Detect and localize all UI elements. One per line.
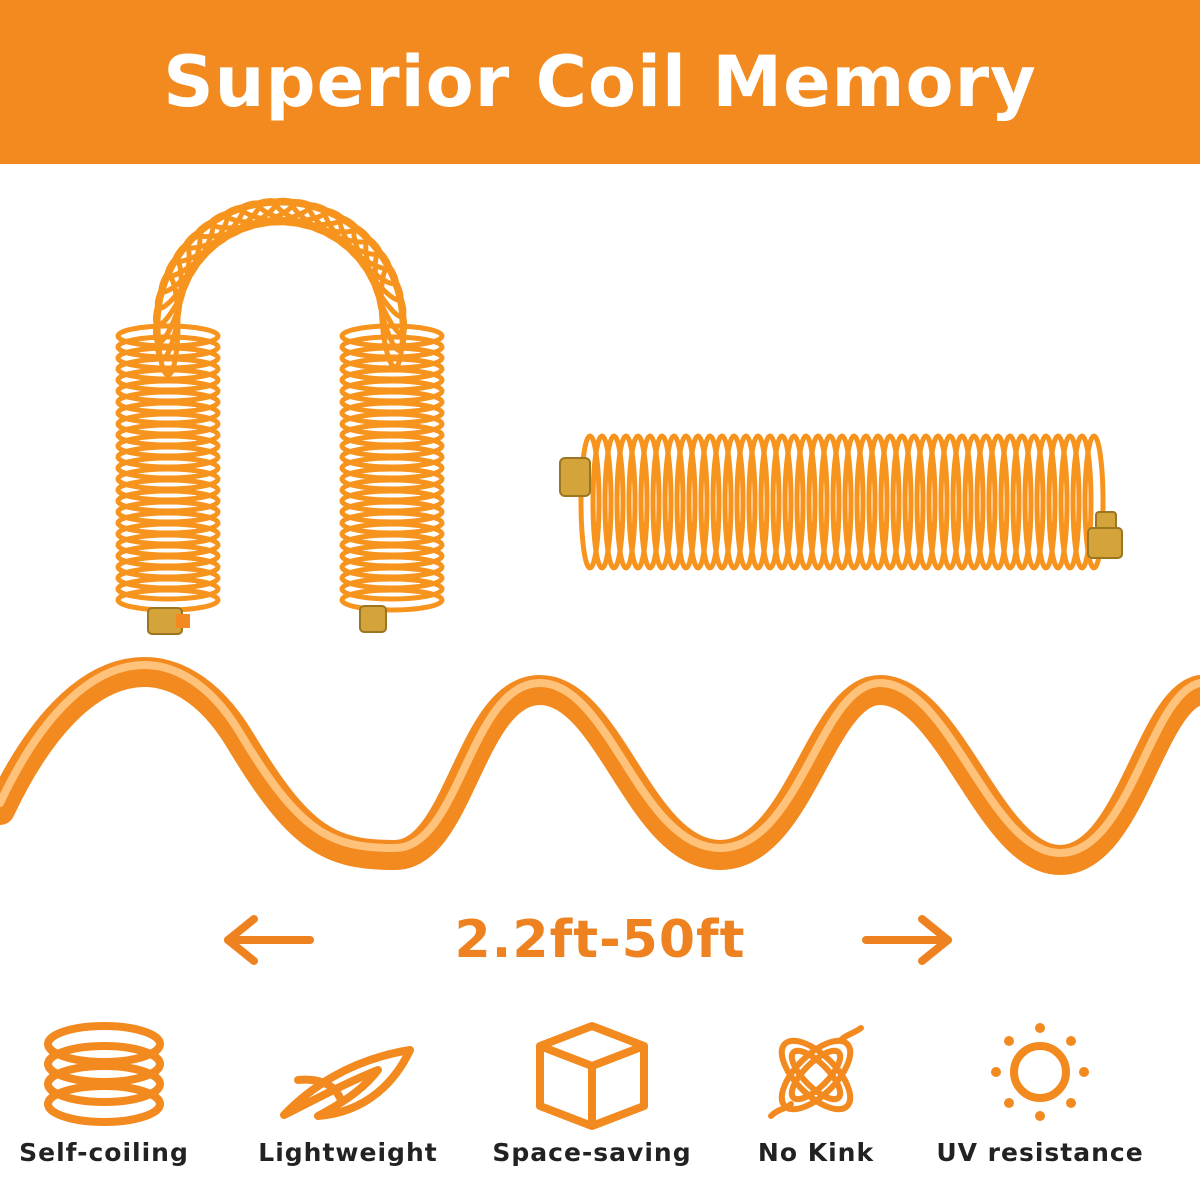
sun-icon: [991, 1023, 1089, 1121]
page-title: Superior Coil Memory: [163, 41, 1037, 123]
length-range-text: 2.2ft-50ft: [454, 910, 746, 970]
feather-icon: [280, 1046, 414, 1120]
coil-icon: [44, 1022, 164, 1126]
arrow-left-icon: [224, 915, 314, 965]
brass-fitting-hose-right: [1087, 511, 1123, 559]
feature-label: Self-coiling: [19, 1138, 189, 1167]
feature-no-kink: No Kink: [706, 1020, 926, 1190]
feature-uv-resistance: UV resistance: [930, 1020, 1150, 1190]
feature-label: Space-saving: [492, 1138, 692, 1167]
brass-fitting-middle: [359, 605, 387, 633]
horizontal-coiled-hose: [578, 433, 1106, 571]
u-shaped-coiled-hose: [115, 197, 445, 613]
feature-space-saving: Space-saving: [482, 1020, 702, 1190]
brass-fitting-hose-left: [559, 457, 591, 497]
length-range: 2.2ft-50ft: [0, 905, 1200, 975]
box-icon: [536, 1022, 648, 1130]
stretched-wave-hose: [0, 657, 1200, 876]
hose-illustration: [0, 197, 1200, 876]
feature-label: Lightweight: [258, 1138, 438, 1167]
arrow-right-icon: [862, 915, 952, 965]
feature-lightweight: Lightweight: [238, 1020, 458, 1190]
header-banner: Superior Coil Memory: [0, 0, 1200, 164]
feature-label: UV resistance: [936, 1138, 1144, 1167]
feature-self-coiling: Self-coiling: [0, 1020, 214, 1190]
feature-label: No Kink: [757, 1138, 875, 1167]
tangle-icon: [768, 1025, 864, 1119]
brass-fitting-left: [147, 607, 190, 635]
feature-row: Self-coiling Lightweight Space-saving: [0, 1020, 1200, 1200]
